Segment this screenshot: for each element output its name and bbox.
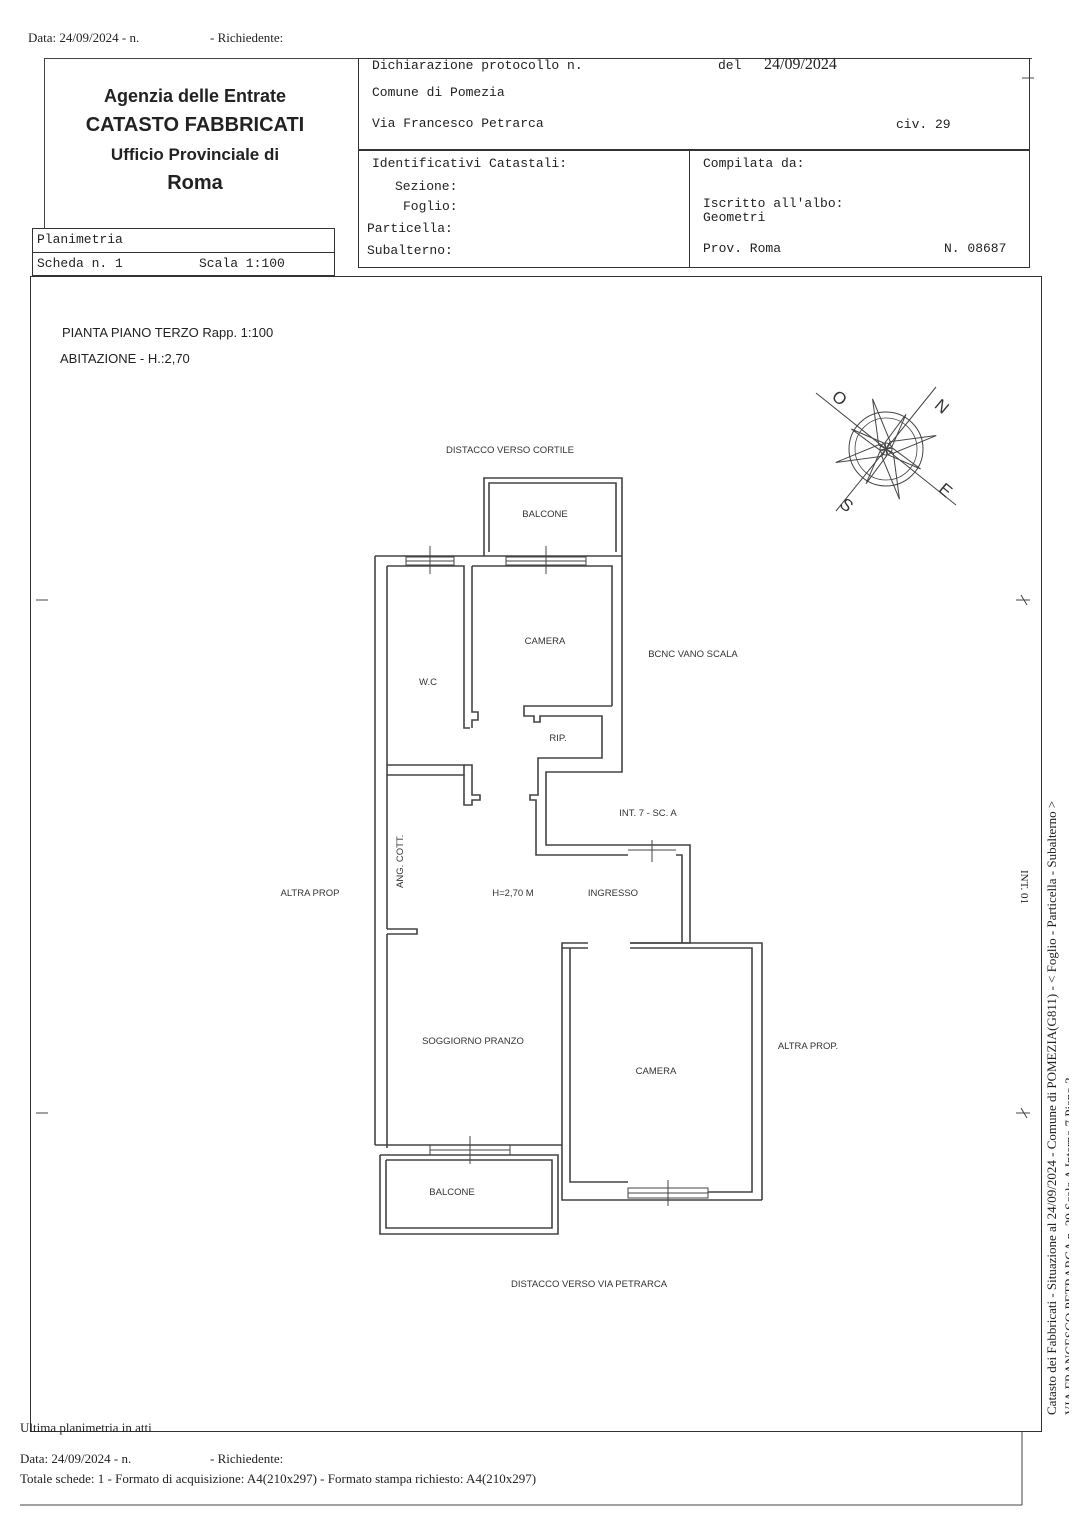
frame-left-line xyxy=(44,58,45,228)
albo-label: Iscritto all'albo: xyxy=(703,196,844,211)
top-date: Data: 24/09/2024 - n. xyxy=(28,30,140,45)
ingresso-right-wall-inner xyxy=(676,854,683,943)
top-richiedente: - Richiedente: xyxy=(210,30,284,45)
comune: Comune di Pomezia xyxy=(372,85,505,100)
top-balcony-inner xyxy=(488,482,617,552)
albo-value: Geometri xyxy=(703,210,766,225)
camera-bottom-right-wall-inner xyxy=(630,947,753,1193)
scala: Scala 1:100 xyxy=(199,256,285,271)
label-bottom: DISTACCO VERSO VIA PETRARCA xyxy=(511,1279,668,1290)
footer-date: Data: 24/09/2024 - n. xyxy=(20,1451,132,1466)
scheda: Scheda n. 1 xyxy=(37,256,123,271)
agency-ufficio: Ufficio Provinciale di xyxy=(110,145,280,164)
compass-s: S xyxy=(836,494,857,516)
label-ingresso: INGRESSO xyxy=(588,888,638,899)
camera-bottom-right-wall-outer xyxy=(630,942,763,1200)
civico: civ. 29 xyxy=(896,117,951,132)
agency-name: Agenzia delle Entrate xyxy=(103,86,287,106)
subalterno: Subalterno: xyxy=(367,243,453,258)
plan-subtitle: ABITAZIONE - H.:2,70 xyxy=(60,351,190,366)
bottom-balcony-inner xyxy=(385,1159,553,1229)
label-top: DISTACCO VERSO CORTILE xyxy=(446,445,574,456)
sezione: Sezione: xyxy=(395,179,458,194)
address: Via Francesco Petrarca xyxy=(372,116,544,131)
footer-ultima: Ultima planimetria in atti xyxy=(20,1420,152,1435)
compass-icon: O N E S xyxy=(815,387,957,516)
rip-walls xyxy=(523,705,628,856)
label-altra-prop-right: ALTRA PROP. xyxy=(778,1041,838,1052)
label-int: INT. 7 - SC. A xyxy=(619,808,677,819)
date-label: del xyxy=(718,58,742,73)
wc-bottom-wall xyxy=(387,764,465,776)
label-camera-top: CAMERA xyxy=(525,636,566,647)
foglio: Foglio: xyxy=(403,199,458,214)
outer-wall-right-upper xyxy=(545,556,628,846)
declaration-box xyxy=(358,58,1030,150)
footer-totale: Totale schede: 1 - Formato di acquisizio… xyxy=(20,1471,537,1486)
label-wc: W.C xyxy=(419,677,437,688)
compass-e: E xyxy=(935,479,956,501)
label-altra-prop-left: ALTRA PROP xyxy=(281,888,340,899)
label-rip: RIP. xyxy=(549,733,566,744)
drawing-frame xyxy=(30,276,1042,1432)
camera-bottom-outer xyxy=(561,1145,762,1201)
middle-partition-left xyxy=(561,942,588,949)
albo-number: N. 08687 xyxy=(944,241,1007,256)
planimetria-title: Planimetria xyxy=(37,232,123,247)
identifiers-box xyxy=(358,150,1030,268)
top-balcony-outline xyxy=(483,477,623,556)
identifiers-title: Identificativi Catastali: xyxy=(372,156,568,171)
soggiorno-camera-partition-b xyxy=(569,948,628,1183)
camera-top-inner xyxy=(472,565,613,706)
side-stamp: INT. 01 xyxy=(1018,870,1030,905)
wc-right-wall-outer xyxy=(387,565,470,729)
ang-cott-stub xyxy=(387,928,418,935)
scheda-box xyxy=(32,252,335,276)
particella: Particella: xyxy=(367,221,453,236)
identifiers-divider xyxy=(689,150,690,268)
footer-richiedente: - Richiedente: xyxy=(210,1451,284,1466)
label-height: H=2,70 M xyxy=(492,888,534,899)
protocol-label: Dichiarazione protocollo n. xyxy=(372,58,583,73)
plan-title: PIANTA PIANO TERZO Rapp. 1:100 xyxy=(62,325,274,340)
label-balcone-top: BALCONE xyxy=(522,509,567,520)
side-situazione: Catasto dei Fabbricati - Situazione al 2… xyxy=(1044,800,1059,1415)
agency-catasto: CATASTO FABBRICATI xyxy=(85,114,305,136)
label-soggiorno: SOGGIORNO PRANZO xyxy=(422,1036,524,1047)
label-stair: BCNC VANO SCALA xyxy=(648,649,738,660)
prov: Prov. Roma xyxy=(703,241,782,256)
compiler-title: Compilata da: xyxy=(703,156,805,171)
compass-o: O xyxy=(828,387,850,410)
wc-camera-partition xyxy=(471,566,479,728)
agency-city: Roma xyxy=(167,172,223,194)
compass-n: N xyxy=(931,395,953,417)
door-jamb-wc xyxy=(463,764,481,806)
label-ang-cott: ANG. COTT. xyxy=(395,835,406,888)
label-balcone-bottom: BALCONE xyxy=(429,1187,474,1198)
declaration-date: 24/09/2024 xyxy=(764,56,837,73)
label-camera-bottom: CAMERA xyxy=(636,1066,677,1077)
